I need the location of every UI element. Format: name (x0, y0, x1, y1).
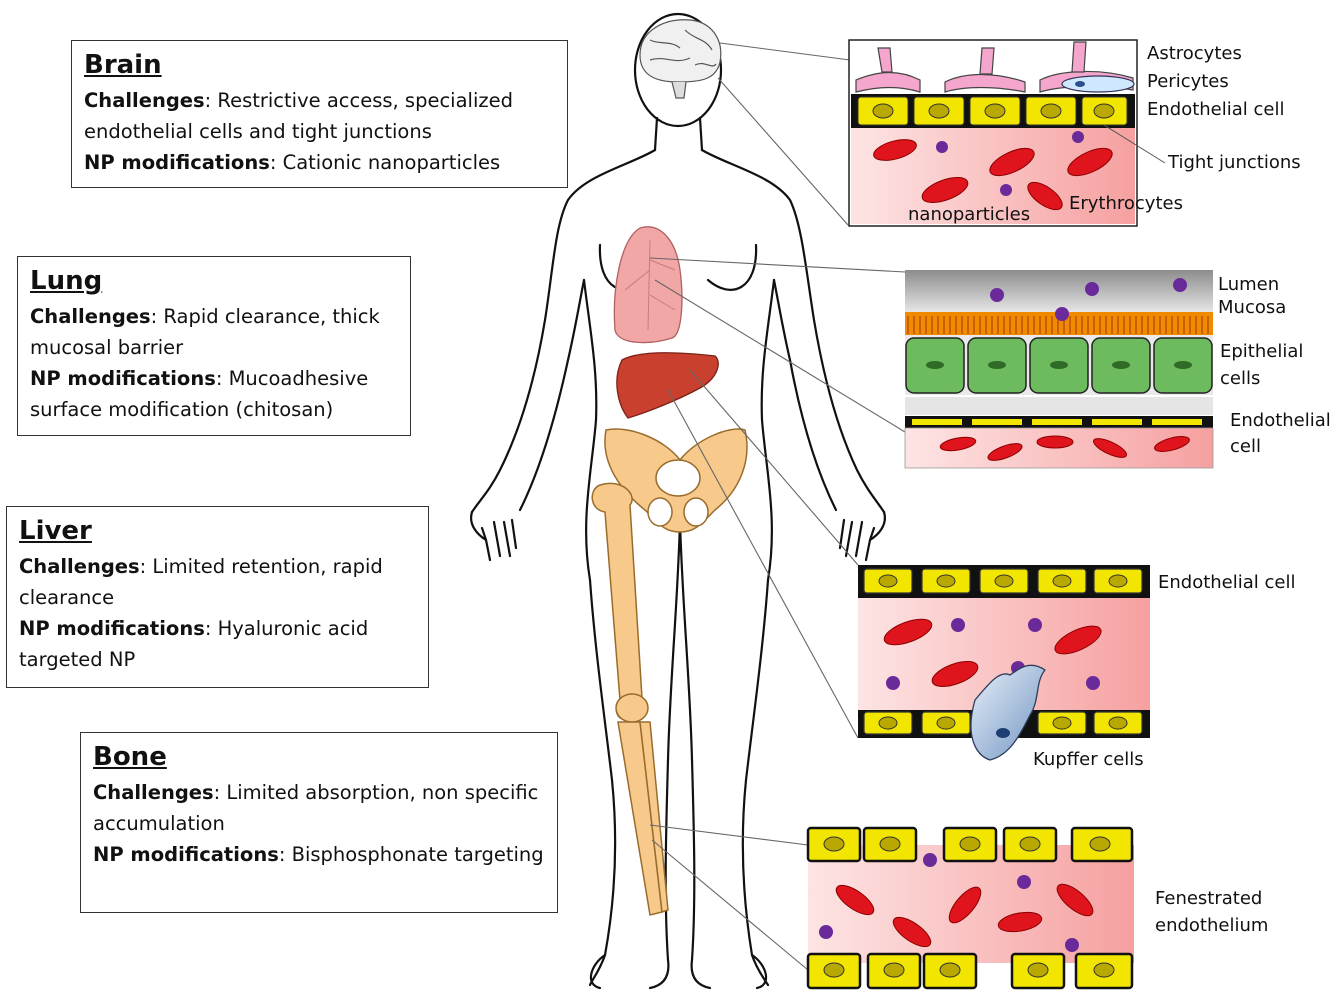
label-endothelial-cell-liver: Endothelial cell (1158, 570, 1296, 596)
label-fenestrated: Fenestrated (1155, 886, 1262, 912)
label-tight-junctions: Tight junctions (1168, 150, 1301, 176)
label-cell-lung: cell (1230, 434, 1261, 460)
label-astrocytes: Astrocytes (1147, 41, 1242, 67)
pericyte (1062, 76, 1134, 92)
label-endothelial-cell-brain: Endothelial cell (1147, 97, 1285, 123)
lung-mucosa-panel (905, 270, 1213, 468)
label-endothelial-lung: Endothelial (1230, 408, 1331, 434)
label-endothelium: endothelium (1155, 913, 1268, 939)
leg-bones (592, 483, 668, 915)
label-cells: cells (1220, 366, 1260, 392)
brain-endothelial-cells (858, 97, 1127, 125)
bone-fenestrated-panel (808, 828, 1134, 988)
label-nanoparticles: nanoparticles (908, 202, 1030, 228)
liver-sinusoid-panel (858, 565, 1150, 760)
label-pericytes: Pericytes (1147, 69, 1229, 95)
bone-endothelial-bottom (808, 954, 1132, 988)
label-epithelial: Epithelial (1220, 339, 1303, 365)
label-mucosa: Mucosa (1218, 295, 1286, 321)
label-erythrocytes: Erythrocytes (1069, 191, 1183, 217)
label-kupffer-cells: Kupffer cells (1033, 747, 1144, 773)
